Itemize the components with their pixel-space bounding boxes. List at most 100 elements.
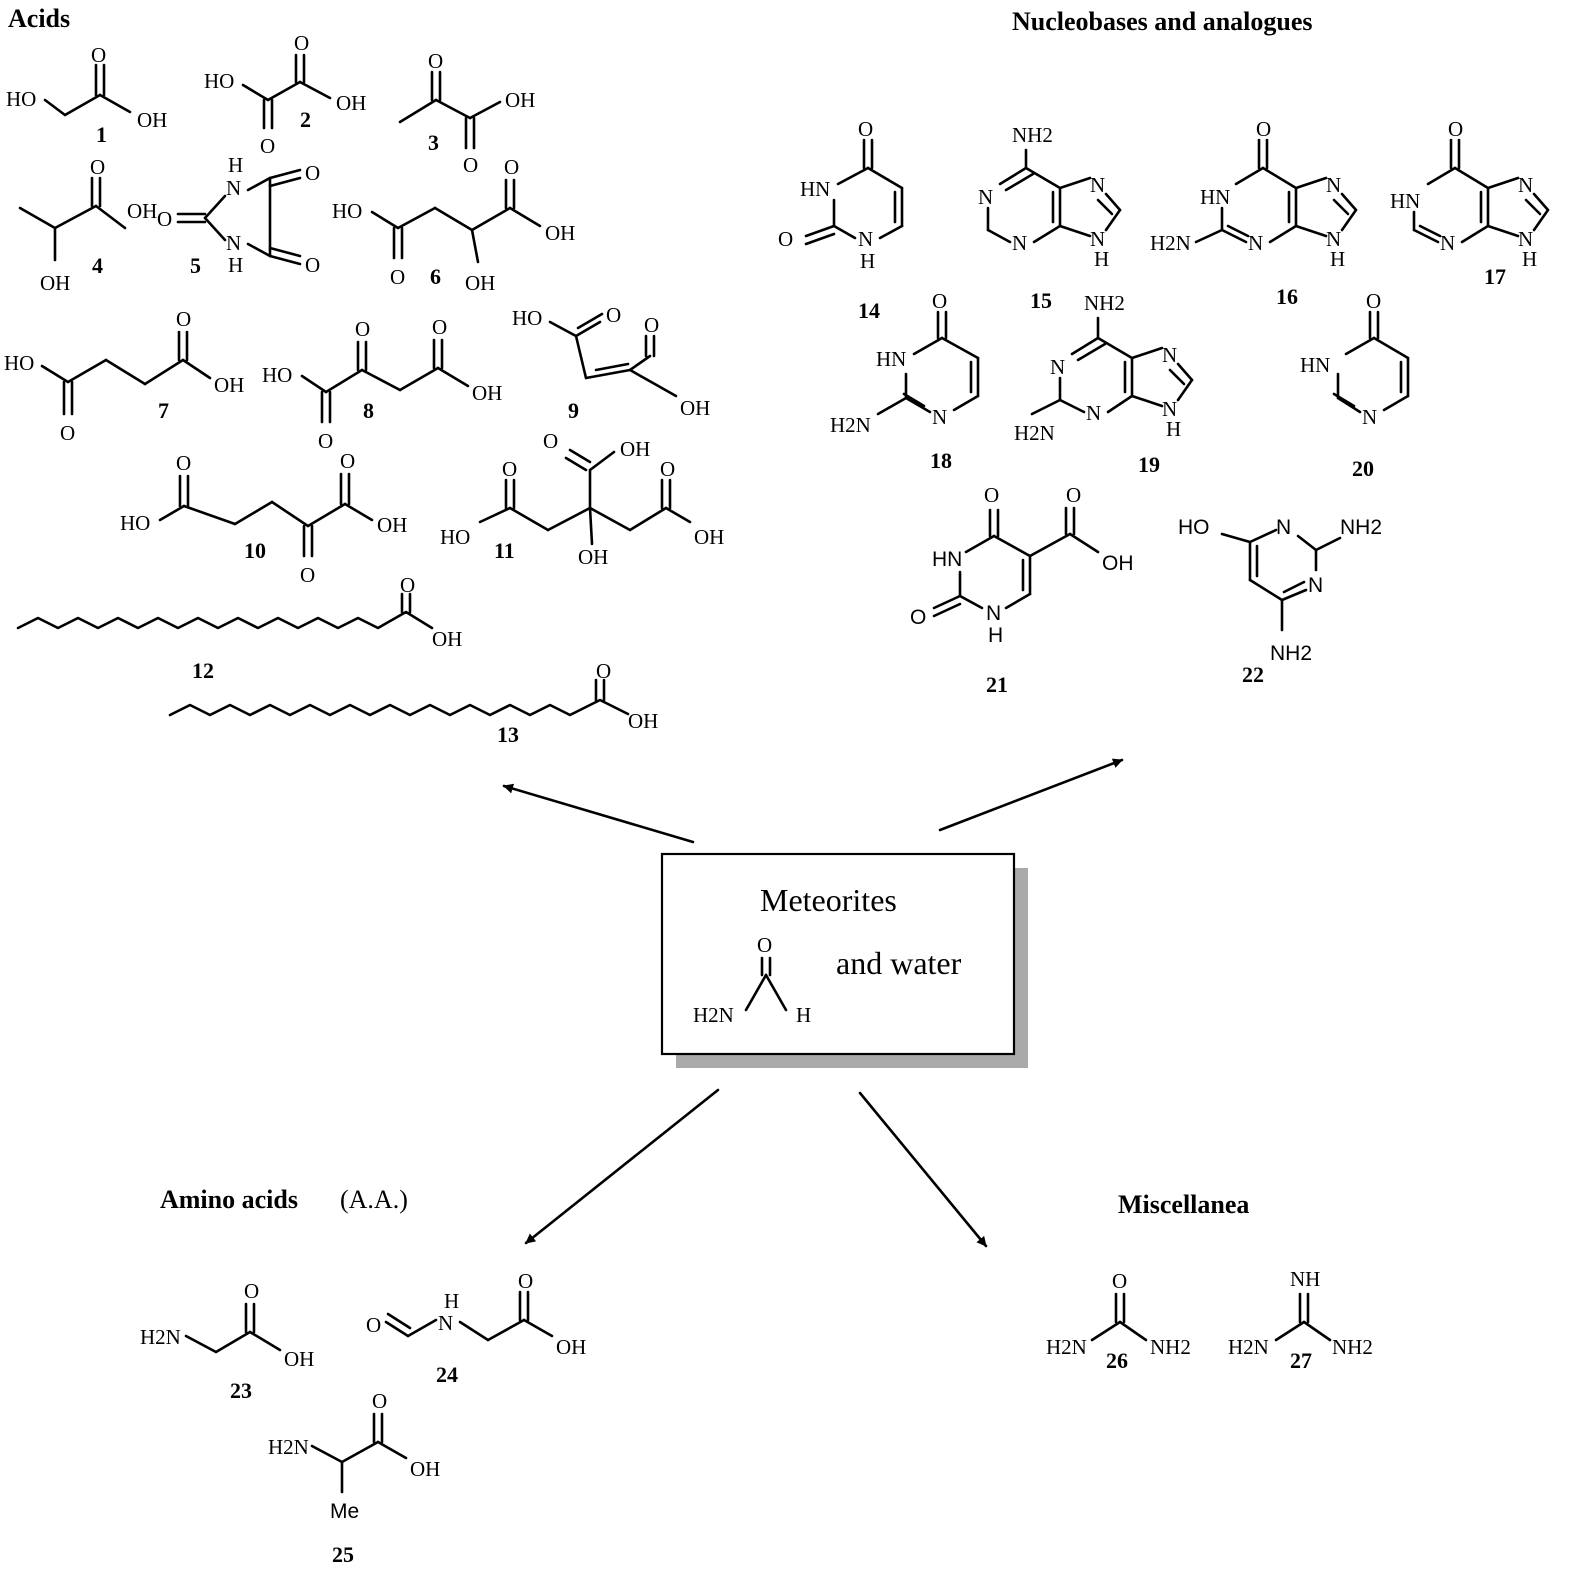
compound-4: O OH OH 4: [18, 155, 157, 295]
svg-text:HO: HO: [4, 351, 34, 375]
svg-text:NH2: NH2: [1340, 516, 1382, 539]
compound-21: O HN O OH N H O 21: [910, 483, 1134, 697]
svg-text:O: O: [305, 161, 320, 185]
svg-text:O: O: [984, 483, 999, 507]
svg-text:N: N: [1518, 227, 1533, 251]
svg-text:HN: HN: [1390, 189, 1420, 213]
svg-text:2: 2: [300, 107, 311, 132]
and-water-label: and water: [836, 945, 962, 981]
svg-text:H2N: H2N: [268, 1435, 309, 1459]
svg-text:O: O: [176, 307, 191, 331]
compound-27: NH H2N NH2 27: [1228, 1267, 1373, 1373]
compound-14: O HN N H O 14: [778, 117, 904, 323]
svg-text:H2N: H2N: [830, 413, 871, 437]
meteorites-label: Meteorites: [760, 882, 897, 918]
heading-acids: Acids: [8, 4, 70, 33]
svg-text:H2N: H2N: [1014, 421, 1055, 445]
svg-text:OH: OH: [137, 108, 167, 132]
svg-text:N: N: [226, 176, 241, 200]
svg-text:N: N: [858, 227, 873, 251]
svg-text:O: O: [294, 31, 309, 55]
svg-text:H: H: [1522, 247, 1537, 271]
svg-text:O: O: [157, 207, 172, 231]
svg-text:24: 24: [436, 1362, 458, 1387]
svg-text:O: O: [300, 563, 315, 587]
compound-19: NH2 N H2N N N N H 19: [1014, 291, 1194, 477]
svg-text:O: O: [390, 265, 405, 289]
svg-text:N: N: [1276, 516, 1291, 539]
svg-text:N: N: [986, 602, 1001, 625]
svg-text:N: N: [1090, 173, 1105, 197]
svg-text:17: 17: [1484, 264, 1506, 289]
compound-25: H2N O OH Me 25: [268, 1389, 440, 1567]
svg-text:N: N: [1248, 231, 1263, 255]
svg-text:OH: OH: [556, 1335, 586, 1359]
svg-text:N: N: [1086, 401, 1101, 425]
svg-text:N: N: [438, 1311, 453, 1335]
heading-nucleobases: Nucleobases and analogues: [1012, 7, 1313, 36]
compound-1: HO O OH 1: [6, 43, 167, 147]
svg-text:NH2: NH2: [1012, 123, 1053, 147]
svg-text:OH: OH: [620, 437, 650, 461]
compound-23: H2N O OH 23: [140, 1279, 314, 1403]
svg-text:N: N: [1050, 355, 1065, 379]
svg-text:H2N: H2N: [693, 1003, 734, 1027]
svg-text:HO: HO: [6, 87, 36, 111]
svg-text:O: O: [1112, 1269, 1127, 1293]
svg-text:14: 14: [858, 298, 880, 323]
svg-text:11: 11: [494, 538, 515, 563]
svg-text:16: 16: [1276, 284, 1298, 309]
svg-text:OH: OH: [127, 199, 157, 223]
heading-miscellanea: Miscellanea: [1118, 1190, 1249, 1219]
svg-text:1: 1: [96, 122, 107, 147]
svg-text:OH: OH: [432, 627, 462, 651]
svg-text:O: O: [318, 429, 333, 453]
svg-text:9: 9: [568, 398, 579, 423]
svg-text:12: 12: [192, 658, 214, 683]
svg-text:HO: HO: [332, 199, 362, 223]
svg-text:O: O: [305, 253, 320, 277]
svg-text:22: 22: [1242, 662, 1264, 687]
svg-text:H: H: [1094, 247, 1109, 271]
svg-text:15: 15: [1030, 288, 1052, 313]
center-box: Meteorites and water O H2N H: [660, 852, 1028, 1068]
svg-text:O: O: [660, 457, 675, 481]
svg-text:OH: OH: [1102, 552, 1134, 575]
svg-text:H2N: H2N: [1046, 1335, 1087, 1359]
svg-text:N: N: [1362, 405, 1377, 429]
svg-text:H: H: [796, 1003, 811, 1027]
svg-text:O: O: [372, 1389, 387, 1413]
svg-text:H: H: [1166, 417, 1181, 441]
svg-text:O: O: [91, 43, 106, 67]
svg-text:N: N: [1162, 397, 1177, 421]
svg-text:O: O: [596, 659, 611, 683]
svg-text:N: N: [226, 231, 241, 255]
svg-text:O: O: [432, 315, 447, 339]
svg-text:N: N: [1162, 343, 1177, 367]
svg-text:13: 13: [497, 722, 519, 747]
svg-text:19: 19: [1138, 452, 1160, 477]
arrow-to-miscellanea: [858, 1091, 988, 1248]
svg-text:OH: OH: [694, 525, 724, 549]
svg-text:N: N: [1518, 173, 1533, 197]
svg-text:O: O: [606, 303, 621, 327]
svg-text:H: H: [444, 1289, 459, 1313]
svg-text:HN: HN: [932, 548, 962, 571]
svg-text:OH: OH: [377, 513, 407, 537]
svg-text:O: O: [1366, 289, 1381, 313]
svg-text:3: 3: [428, 130, 439, 155]
svg-text:OH: OH: [284, 1347, 314, 1371]
svg-text:HO: HO: [204, 69, 234, 93]
svg-text:OH: OH: [578, 545, 608, 569]
svg-text:18: 18: [930, 448, 952, 473]
svg-text:NH2: NH2: [1150, 1335, 1191, 1359]
svg-text:O: O: [244, 1279, 259, 1303]
compound-9: HO O O OH 9: [512, 303, 710, 423]
svg-text:HN: HN: [876, 347, 906, 371]
svg-text:O: O: [355, 317, 370, 341]
compound-20: O HN N 20: [1300, 289, 1410, 481]
svg-text:O: O: [932, 289, 947, 313]
compound-7: HO O O OH 7: [4, 307, 244, 445]
svg-text:O: O: [60, 421, 75, 445]
